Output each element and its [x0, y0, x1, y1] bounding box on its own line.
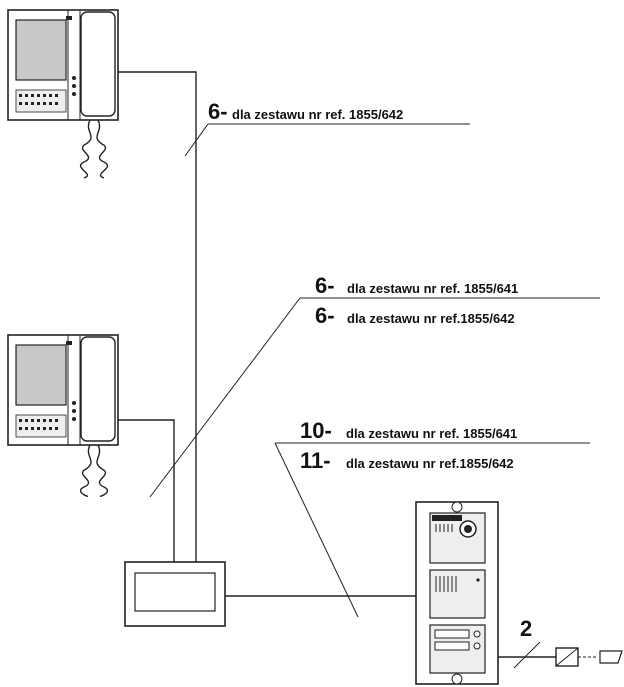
- conductor-count: 6-: [315, 303, 335, 328]
- electric-lock-icon: [555, 647, 623, 667]
- video-monitor-icon: [7, 9, 119, 179]
- label-top-run: 6- dla zestawu nr ref. 1855/642: [208, 99, 403, 124]
- lock-wire-count: 2: [520, 616, 532, 641]
- label-text: dla zestawu nr ref. 1855/641: [347, 281, 518, 296]
- conductor-count: 6-: [315, 273, 335, 298]
- label-text: dla zestawu nr ref.1855/642: [347, 311, 515, 326]
- video-monitor-icon: [7, 334, 119, 497]
- label-panel-run-b: 11- dla zestawu nr ref.1855/642: [300, 448, 514, 473]
- distribution-box-icon: [124, 561, 226, 627]
- label-mid-run-a: 6- dla zestawu nr ref. 1855/641: [315, 273, 518, 298]
- label-panel-run-a: 10- dla zestawu nr ref. 1855/641: [300, 418, 517, 443]
- conductor-count: 11-: [300, 448, 331, 473]
- wiring: [118, 71, 600, 669]
- door-panel-icon: [415, 501, 499, 685]
- label-text: dla zestawu nr ref. 1855/641: [346, 426, 517, 441]
- conductor-count: 6-: [208, 99, 228, 124]
- label-text: dla zestawu nr ref. 1855/642: [232, 107, 403, 122]
- label-text: dla zestawu nr ref.1855/642: [346, 456, 514, 471]
- conductor-count: 10-: [300, 418, 332, 443]
- label-mid-run-b: 6- dla zestawu nr ref.1855/642: [315, 303, 515, 328]
